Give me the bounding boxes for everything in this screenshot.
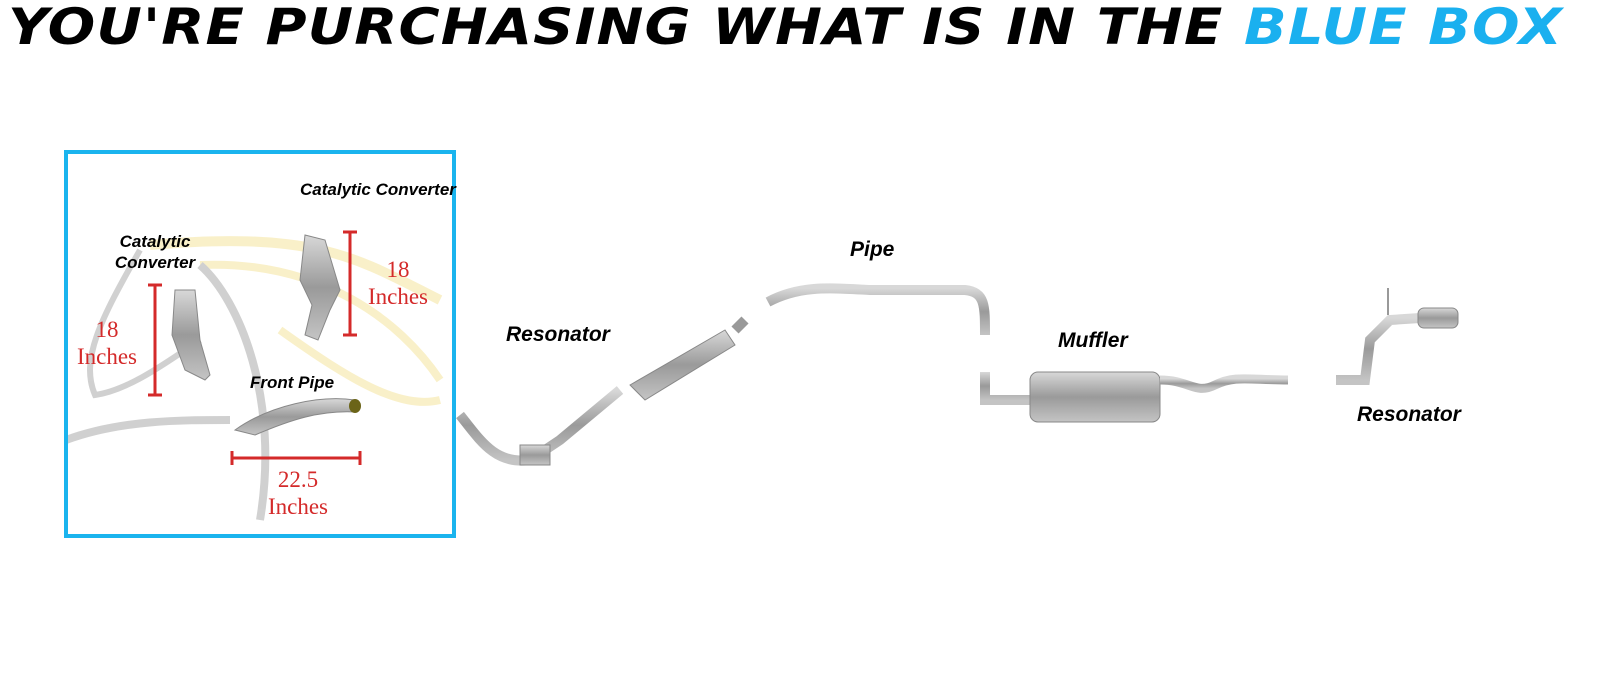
front-pipe-label: Front Pipe [250,373,335,392]
cat-converter-right-label: Catalytic Converter [300,180,456,199]
catalytic-converter-left [171,289,211,381]
blue-box [64,150,456,538]
resonator-2-part [1336,288,1502,385]
cat-converter-left-label: Catalytic Converter [114,232,196,272]
muffler-part [980,371,1289,423]
headline-highlight: BLUE BOX [1244,0,1564,56]
measure-bars [148,230,362,465]
resonator-2-label: Resonator [1357,403,1461,426]
resonator-label: Resonator [506,323,610,346]
front-pipe-part [233,398,361,436]
pipe-label: Pipe [850,238,895,261]
pipe-part [765,283,990,336]
resonator-part [456,316,749,466]
catalytic-converter-right [299,234,341,341]
muffler-label: Muffler [1058,329,1128,352]
headline: YOU'RE PURCHASING WHAT IS IN THE BLUE BO… [8,0,1564,56]
